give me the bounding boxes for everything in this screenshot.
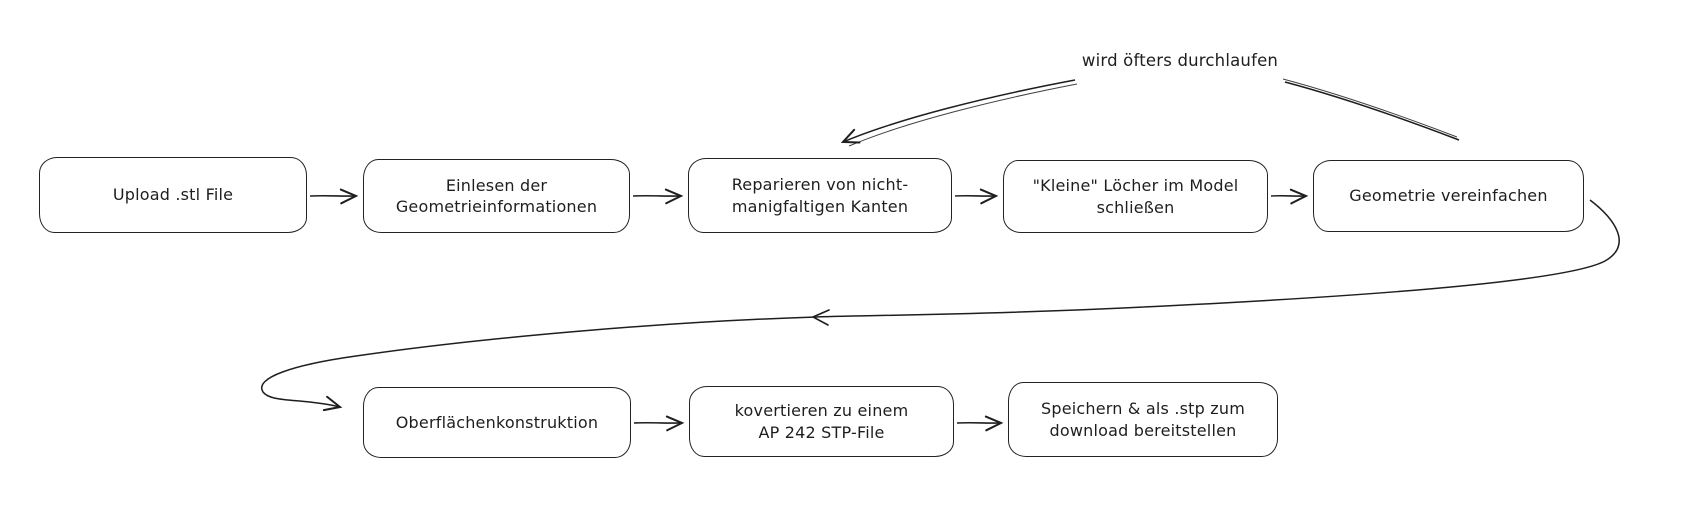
node-kleine-loecher-schliessen: "Kleine" Löcher im Model schließen [1003, 160, 1268, 233]
node-label: Upload .stl File [112, 185, 234, 205]
node-reparieren-kanten: Reparieren von nicht- manigfaltigen Kant… [688, 158, 952, 233]
node-label: Oberflächenkonstruktion [395, 412, 599, 432]
loop-annotation-label: wird öfters durchlaufen [1081, 51, 1279, 70]
loop-arrow-annotation-to-reparieren [840, 79, 1076, 144]
node-speichern-download: Speichern & als .stp zum download bereit… [1008, 382, 1278, 457]
node-upload-stl-file: Upload .stl File [39, 157, 307, 233]
node-einlesen-geometrieinformationen: Einlesen der Geometrieinformationen [363, 159, 630, 233]
node-label: Einlesen der Geometrieinformationen [395, 175, 598, 216]
node-konvertieren-ap242-stp: kovertieren zu einem AP 242 STP-File [689, 386, 954, 457]
node-label: Speichern & als .stp zum download bereit… [1040, 399, 1245, 440]
node-label: "Kleine" Löcher im Model schließen [1032, 176, 1239, 217]
node-label: Reparieren von nicht- manigfaltigen Kant… [731, 175, 909, 216]
loop-arrow-annotation-to-reparieren-ghost [848, 83, 1078, 147]
loop-line-geometrie-to-annotation [1284, 81, 1460, 141]
return-curve-mid-arrowhead [811, 309, 830, 326]
node-label: kovertieren zu einem AP 242 STP-File [734, 401, 909, 442]
loop-line-geometrie-to-annotation-ghost [1282, 78, 1458, 138]
node-geometrie-vereinfachen: Geometrie vereinfachen [1313, 160, 1584, 232]
node-label: Geometrie vereinfachen [1349, 186, 1548, 206]
node-oberflaechenkonstruktion: Oberflächenkonstruktion [363, 387, 631, 458]
